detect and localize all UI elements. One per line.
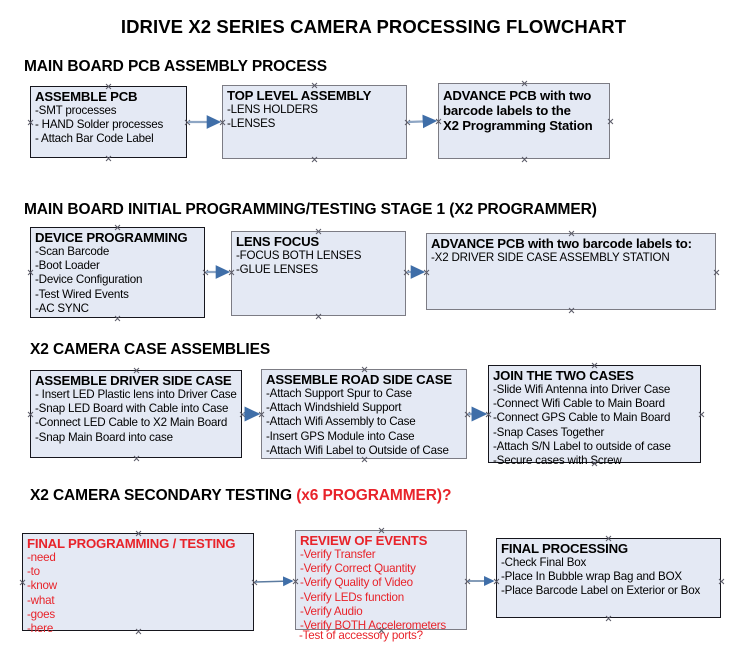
node-line: -Boot Loader (35, 259, 100, 273)
node-line: -Attach Wifi Assembly to Case (266, 415, 416, 429)
node-join-the-two-cases[interactable]: JOIN THE TWO CASES -Slide Wifi Antenna i… (488, 365, 701, 467)
section-header-1: MAIN BOARD PCB ASSEMBLY PROCESS (24, 58, 327, 76)
node-title: FINAL PROCESSING (501, 541, 628, 556)
node-line: -AC SYNC (35, 301, 89, 315)
node-title: TOP LEVEL ASSEMBLY (227, 88, 372, 103)
node-lens-focus[interactable]: LENS FOCUS -FOCUS BOTH LENSES -GLUE LENS… (231, 231, 406, 316)
node-title: ASSEMBLE ROAD SIDE CASE (266, 372, 452, 387)
node-title: ASSEMBLE PCB (35, 89, 138, 104)
node-line: -what (27, 593, 55, 607)
node-line: -GLUE LENSES (236, 263, 319, 277)
section-header-3-text: X2 CAMERA CASE ASSEMBLIES (30, 341, 271, 358)
node-line: -Verify Transfer (300, 548, 376, 561)
node-title: DEVICE PROGRAMMING (35, 230, 188, 245)
arrow-top-level-to-advance (407, 114, 438, 129)
node-line: -Verify LEDs function (300, 590, 405, 604)
node-advance-pcb-driver-side-station[interactable]: ADVANCE PCB with two barcode labels to: … (426, 233, 716, 310)
node-title: ASSEMBLE DRIVER SIDE CASE (35, 373, 232, 388)
node-title-line-2: barcode labels to the (443, 103, 571, 118)
node-line: -here (27, 622, 54, 636)
node-final-programming-testing[interactable]: FINAL PROGRAMMING / TESTING -need -to -k… (22, 533, 254, 635)
node-line: -Snap LED Board with Cable into Case (35, 402, 229, 416)
node-line: -Connect LED Cable to X2 Main Board (35, 416, 228, 430)
node-line: -Attach Windshield Support (266, 401, 402, 415)
node-line: -Attach S/N Label to outside of case (493, 439, 671, 453)
node-line: -Snap Cases Together (493, 425, 605, 439)
section-header-4-text: X2 CAMERA SECONDARY TESTING (30, 487, 297, 504)
node-assemble-driver-side-case[interactable]: ASSEMBLE DRIVER SIDE CASE - Insert LED P… (30, 370, 242, 458)
node-line-overflow: -Test of accessory ports? (299, 629, 423, 642)
node-line: -Place In Bubble wrap Bag and BOX (501, 570, 682, 584)
node-title-line-3: X2 Programming Station (443, 118, 593, 133)
node-line: -Device Configuration (35, 273, 143, 287)
node-title: LENS FOCUS (236, 234, 319, 249)
node-line: -Verify Quality of Video (300, 576, 413, 590)
node-title: ADVANCE PCB with two barcode labels to: (431, 236, 692, 251)
section-header-4: X2 CAMERA SECONDARY TESTING (x6 PROGRAMM… (30, 487, 451, 505)
section-header-3: X2 CAMERA CASE ASSEMBLIES (30, 341, 270, 359)
node-line: -Verify Correct Quantity (300, 562, 416, 576)
node-line: -LENSES (227, 117, 276, 131)
node-title: ADVANCE PCB with two (443, 88, 592, 103)
node-line: -Check Final Box (501, 556, 587, 569)
node-line: -Connect GPS Cable to Main Board (493, 411, 671, 425)
section-header-4-subtext: (x6 PROGRAMMER)? (296, 487, 452, 504)
node-assemble-road-side-case[interactable]: ASSEMBLE ROAD SIDE CASE -Attach Support … (261, 369, 467, 459)
node-line: -need (27, 551, 56, 564)
node-line: - Insert LED Plastic lens into Driver Ca… (35, 388, 237, 401)
arrow-final-prog-to-review (254, 576, 294, 587)
node-line: -Verify BOTH Accelerometers (300, 619, 447, 633)
node-line: -Scan Barcode (35, 245, 110, 258)
node-top-level-assembly[interactable]: TOP LEVEL ASSEMBLY -LENS HOLDERS -LENSES (222, 85, 407, 159)
node-line: -Test Wired Events (35, 287, 129, 301)
node-line: -LENS HOLDERS (227, 103, 318, 116)
node-line: -Secure cases with Screw (493, 454, 622, 468)
node-final-processing[interactable]: FINAL PROCESSING -Check Final Box -Place… (496, 538, 721, 618)
page-title: IDRIVE X2 SERIES CAMERA PROCESSING FLOWC… (120, 16, 627, 37)
node-line: -Place Barcode Label on Exterior or Box (501, 584, 701, 598)
section-header-2-text: MAIN BOARD INITIAL PROGRAMMING/TESTING S… (24, 201, 597, 218)
node-line: - Attach Bar Code Label (35, 132, 154, 146)
node-line: -SMT processes (35, 104, 117, 117)
node-advance-pcb-programming-station[interactable]: ADVANCE PCB with two barcode labels to t… (438, 83, 610, 159)
node-title: JOIN THE TWO CASES (493, 368, 634, 383)
section-header-2: MAIN BOARD INITIAL PROGRAMMING/TESTING S… (24, 201, 597, 219)
node-line: - HAND Solder processes (35, 118, 164, 132)
node-device-programming[interactable]: DEVICE PROGRAMMING -Scan Barcode -Boot L… (30, 227, 205, 318)
node-line: -goes (27, 607, 56, 621)
node-line: -to (27, 565, 40, 579)
node-line: -Verify Audio (300, 604, 363, 618)
node-line: -Attach Support Spur to Case (266, 387, 412, 400)
node-line: -Insert GPS Module into Case (266, 429, 415, 443)
node-line: -FOCUS BOTH LENSES (236, 249, 362, 262)
node-line: -X2 DRIVER SIDE CASE ASSEMBLY STATION (431, 251, 670, 264)
section-header-1-text: MAIN BOARD PCB ASSEMBLY PROCESS (24, 58, 327, 75)
node-title: REVIEW OF EVENTS (300, 533, 428, 548)
node-line: -Slide Wifi Antenna into Driver Case (493, 383, 671, 396)
node-line: -Connect Wifi Cable to Main Board (493, 397, 665, 411)
node-assemble-pcb[interactable]: ASSEMBLE PCB -SMT processes - HAND Solde… (30, 86, 187, 158)
node-line: -know (27, 579, 57, 593)
node-line: -Snap Main Board into case (35, 430, 173, 444)
node-line: -Attach Wifi Label to Outside of Case (266, 443, 449, 457)
node-title: FINAL PROGRAMMING / TESTING (27, 536, 236, 551)
node-review-of-events[interactable]: REVIEW OF EVENTS -Verify Transfer -Verif… (295, 530, 467, 633)
